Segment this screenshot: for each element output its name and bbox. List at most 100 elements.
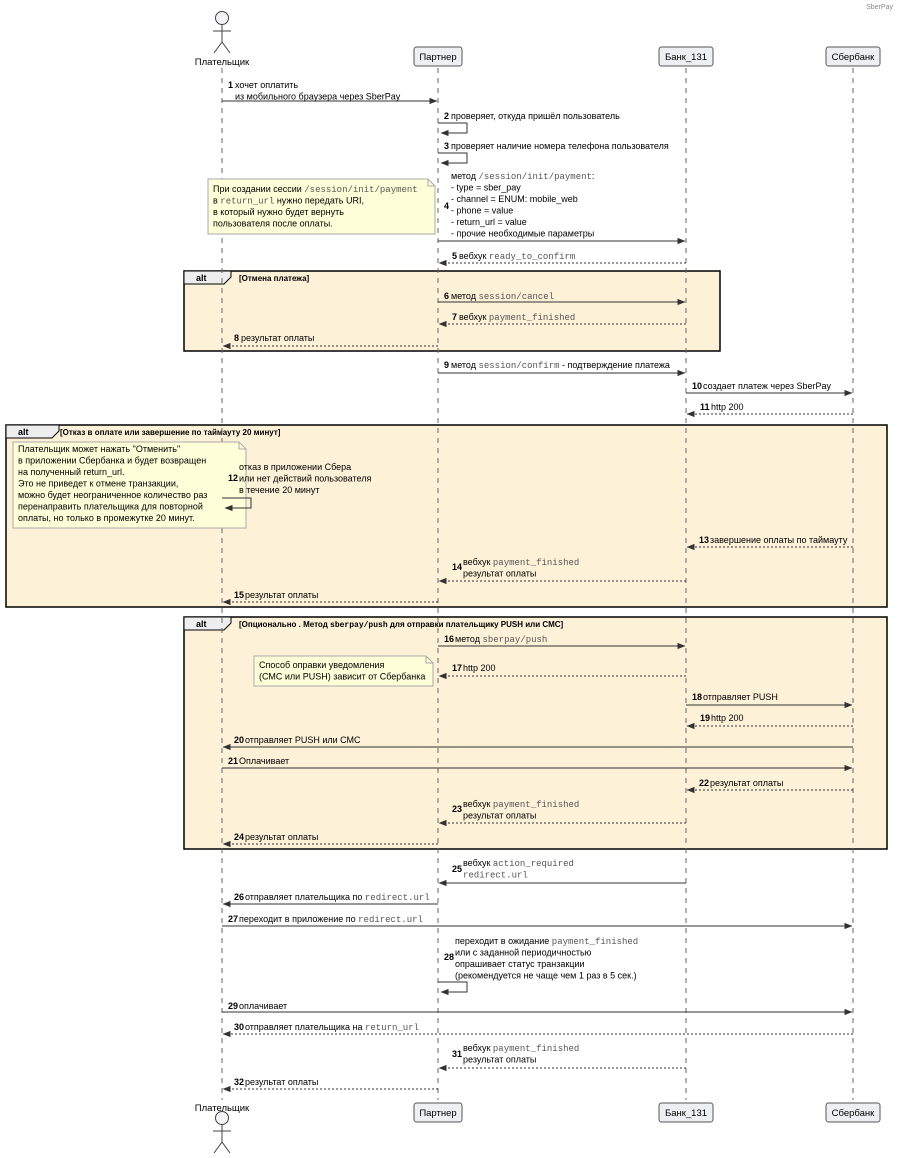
message-label: отправляет плательщика на return_url — [245, 1022, 419, 1033]
message-number: 3 — [444, 141, 449, 151]
code-fragment: payment_finished — [493, 800, 579, 810]
text-fragment: результат оплаты — [241, 333, 314, 343]
message-number: 5 — [452, 251, 457, 261]
message-label: опрашивает статус транзакции — [455, 959, 585, 969]
text-fragment: : — [592, 171, 595, 181]
text-fragment: вебхук — [459, 251, 489, 261]
note-line: можно будет неограниченное количество ра… — [18, 490, 207, 500]
actor-figure-icon — [213, 1111, 231, 1154]
text-fragment: можно будет неограниченное количество ра… — [18, 490, 207, 500]
message-label: в течение 20 минут — [239, 485, 320, 495]
text-fragment: - type = sber_pay — [451, 183, 521, 193]
actor-figure-icon — [213, 11, 231, 54]
text-fragment: вебхук — [459, 312, 489, 322]
code-fragment: payment_finished — [493, 1044, 579, 1054]
message-label: проверяет, откуда пришёл пользователь — [451, 111, 620, 121]
text-fragment: метод — [451, 360, 478, 370]
message-number: 16 — [444, 634, 454, 644]
alt-tag-box — [5, 424, 60, 439]
code-fragment: payment_finished — [552, 937, 638, 947]
code-fragment: action_required — [493, 859, 574, 869]
note-box — [253, 655, 434, 687]
message-label: отправляет PUSH — [703, 692, 778, 702]
code-fragment: return_url — [220, 197, 274, 207]
message-label: метод sberpay/push — [455, 634, 547, 645]
alt-tag: alt — [196, 273, 207, 283]
self-message-arrow — [438, 981, 468, 996]
message-label: переходит в ожидание payment_finished — [455, 936, 638, 947]
message-label: результат оплаты — [241, 333, 314, 343]
alt-frame-header: [Отмена платежа] — [239, 274, 310, 283]
message-label: из мобильного браузера через SberPay — [235, 92, 401, 102]
note-box — [207, 178, 436, 235]
participant-label: Сбербанк — [832, 1108, 876, 1119]
text-fragment: - прочие необходимые параметры — [451, 229, 594, 239]
text-fragment: Плательщик может нажать "Отменить" — [18, 444, 180, 454]
note-line: в приложении Сбербанка и будет возвращен — [18, 456, 206, 466]
message-number: 17 — [452, 663, 462, 673]
note-line: оплаты, но только в промежутке 20 минут. — [18, 513, 195, 523]
text-fragment: переходит в приложение по — [239, 914, 358, 924]
message-label: завершение оплаты по таймауту — [710, 535, 848, 545]
message-number: 19 — [700, 713, 710, 723]
text-fragment: Это не приведет к отмене транзакции, — [18, 479, 178, 489]
note-line: (СМС или PUSH) зависит от Сбербанка — [259, 672, 425, 682]
text-fragment: завершение оплаты по таймауту — [710, 535, 848, 545]
message-label: Оплачивает — [239, 756, 289, 766]
text-fragment: http 200 — [463, 663, 496, 673]
message-label: результат оплаты — [245, 832, 318, 842]
participant-box-bottom: Сбербанк — [825, 1102, 881, 1123]
participant-label-bottom: Плательщик — [195, 1103, 250, 1114]
message-label: результат оплаты — [710, 778, 783, 788]
text-fragment: или нет действий пользователя — [239, 474, 371, 484]
note-line: Способ оправки уведомления — [259, 660, 384, 670]
text-fragment: вебхук — [463, 799, 493, 809]
message-label: (рекомендуется не чаще чем 1 раз в 5 сек… — [455, 971, 637, 981]
text-fragment: - подтверждение платежа — [560, 360, 670, 370]
text-fragment: вебхук — [463, 858, 493, 868]
text-fragment: переходит в ожидание — [455, 936, 552, 946]
alt-header-part: sberpay/push — [330, 621, 388, 630]
message-number: 24 — [234, 832, 244, 842]
corner-label: SberPay — [866, 4, 893, 11]
text-fragment: результат оплаты — [245, 1077, 318, 1087]
text-fragment: отправляет плательщика по — [245, 892, 365, 902]
note-line: в return_url нужно передать URI, — [213, 196, 364, 207]
text-fragment: - channel = ENUM: mobile_web — [451, 194, 578, 204]
alt-frame-header: [Опционально . Метод sberpay/push для от… — [239, 620, 564, 630]
message-label: оплачивает — [239, 1001, 287, 1011]
message-label: - return_url = value — [451, 217, 527, 227]
text-fragment: вебхук — [463, 557, 493, 567]
message-label: - прочие необходимые параметры — [451, 229, 594, 239]
message-number: 8 — [234, 333, 239, 343]
message-number: 2 — [444, 111, 449, 121]
message-label: отказ в приложении Сбера — [239, 462, 351, 472]
text-fragment: отправляет PUSH — [703, 692, 778, 702]
participant-label: Сбербанк — [832, 52, 876, 63]
text-fragment: в течение 20 минут — [239, 485, 320, 495]
alt-header-part: для отправки плательщику PUSH или СМС] — [388, 620, 564, 629]
message-number: 11 — [700, 402, 710, 412]
text-fragment: результат оплаты — [463, 569, 536, 579]
message-label: вебхук payment_finished — [463, 1043, 579, 1054]
message-number: 13 — [699, 535, 709, 545]
text-fragment: результат оплаты — [245, 832, 318, 842]
message-label: проверяет наличие номера телефона пользо… — [451, 141, 669, 151]
